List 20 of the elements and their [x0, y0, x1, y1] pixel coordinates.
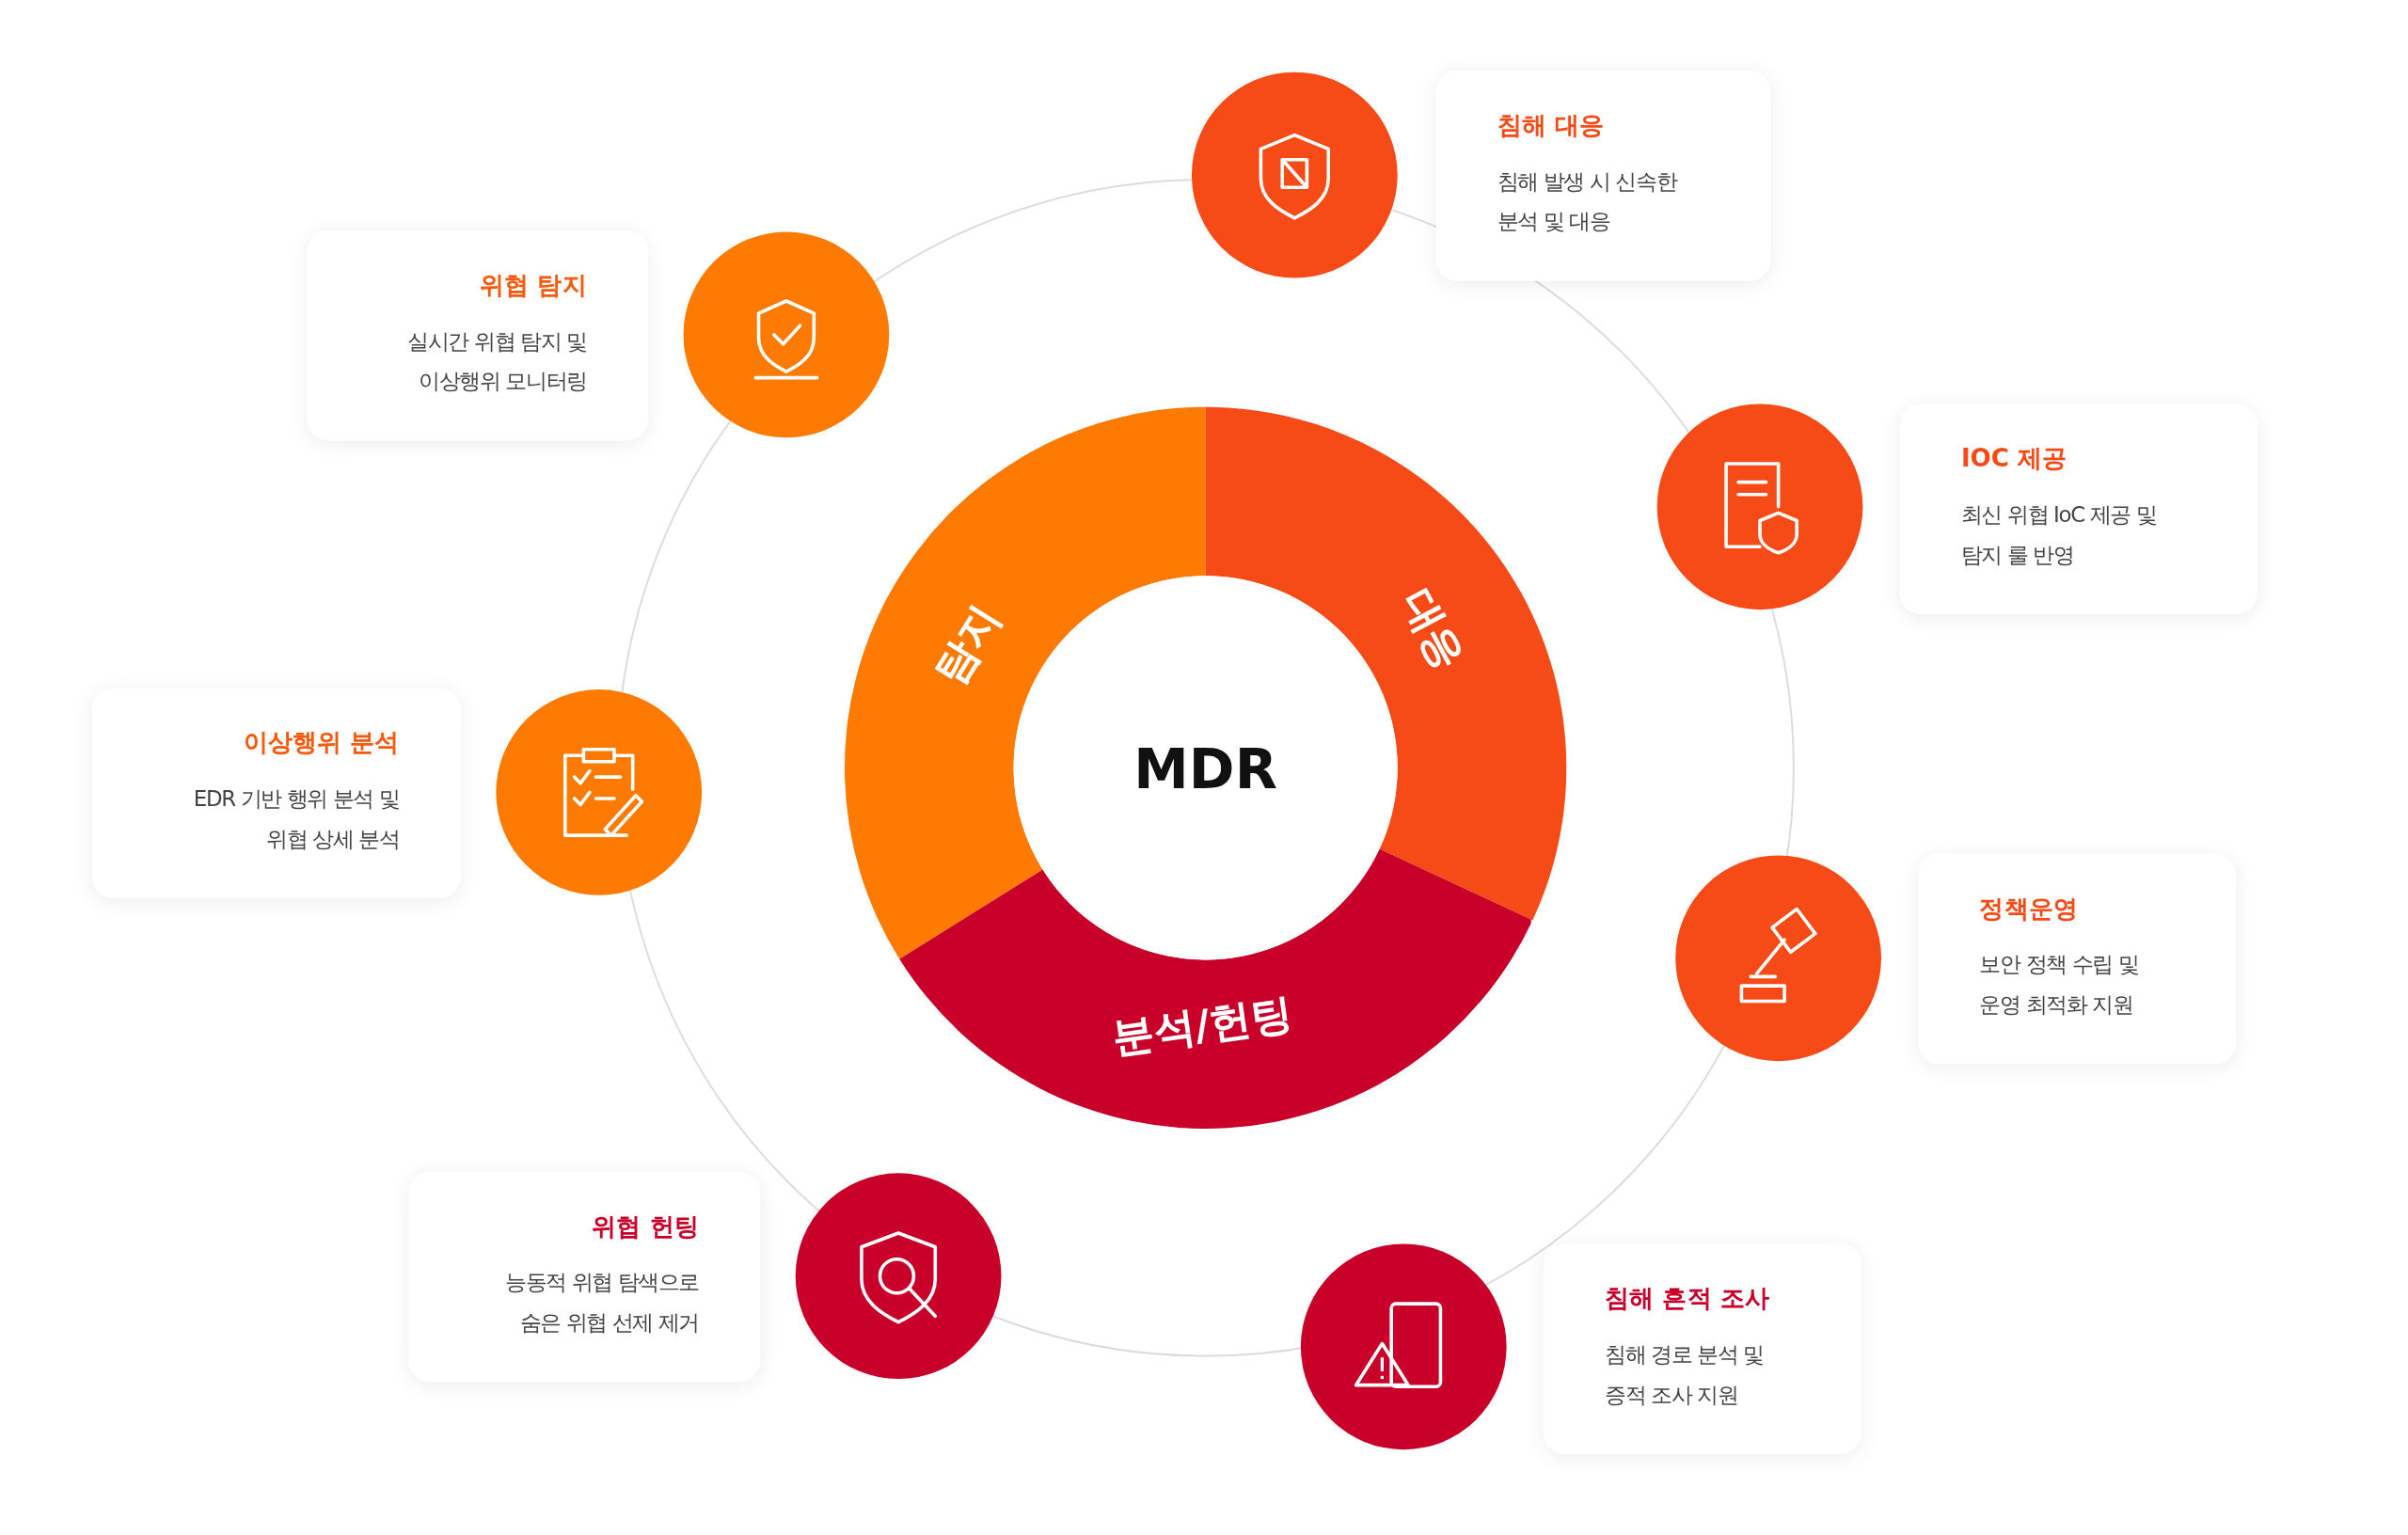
center-title: MDR [1133, 736, 1277, 799]
card-description: 최신 위협 IoC 제공 및 탐지 룰 반영 [1960, 500, 2158, 569]
card-heading: 정책운영 [1979, 894, 2078, 926]
info-card [1543, 1243, 1861, 1455]
card-heading: IOC 제공 [1960, 443, 2067, 475]
card-heading: 위협 탐지 [480, 270, 587, 302]
segment-label: 분석/헌팅 [1108, 988, 1296, 1064]
card-description: EDR 기반 행위 분석 및 위협 상세 분석 [192, 784, 400, 853]
info-card [1435, 71, 1771, 281]
card-heading: 침해 흔적 조사 [1605, 1283, 1770, 1315]
card-heading: 위협 헌팅 [592, 1211, 699, 1243]
card-description: 침해 발생 시 신속한 분석 및 대응 [1497, 167, 1678, 236]
segment-label: 탐지 [924, 595, 1010, 695]
card-description: 능동적 위협 탐색으로 숨은 위협 선제 제거 [503, 1269, 699, 1337]
card-description: 보안 정책 수립 및 운영 최적화 지원 [1979, 951, 2140, 1019]
card-heading: 침해 대응 [1497, 110, 1605, 142]
card-description: 실시간 위협 탐지 및 이상행위 모니터링 [406, 327, 587, 395]
card-heading: 이상행위 분석 [243, 727, 400, 759]
card-description: 침해 경로 분석 및 증적 조사 지원 [1605, 1340, 1765, 1409]
segment-label: 대응 [1391, 580, 1475, 679]
